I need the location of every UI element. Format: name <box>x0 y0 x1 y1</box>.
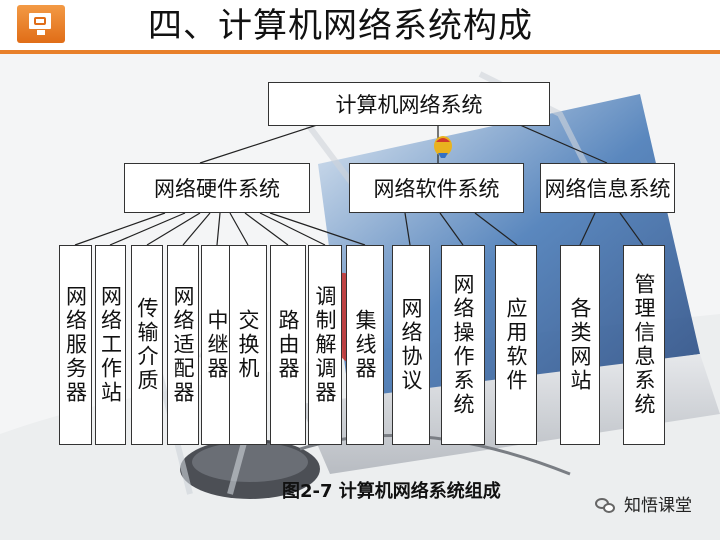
item-label: 传输介质 <box>134 297 160 393</box>
watermark: 知悟课堂 <box>594 492 692 520</box>
category-label: 网络软件系统 <box>374 173 500 203</box>
title-bar: 四、计算机网络系统构成 <box>0 0 720 52</box>
balloon-icon <box>432 136 454 162</box>
item-network-os: 网络操作系统 <box>441 245 485 445</box>
item-label: 集线器 <box>352 309 378 381</box>
category-information: 网络信息系统 <box>540 163 675 213</box>
root-label: 计算机网络系统 <box>336 89 483 119</box>
category-software: 网络软件系统 <box>349 163 524 213</box>
item-router: 路由器 <box>270 245 306 445</box>
item-network-adapter: 网络适配器 <box>167 245 199 445</box>
page-title: 四、计算机网络系统构成 <box>148 4 533 48</box>
figure-caption: 图2-7 计算机网络系统组成 <box>282 479 501 505</box>
item-label: 网络工作站 <box>98 285 124 405</box>
item-workstation: 网络工作站 <box>95 245 126 445</box>
watermark-text: 知悟课堂 <box>624 492 692 520</box>
item-label: 网络适配器 <box>170 285 196 405</box>
item-label: 中继器 <box>204 309 230 381</box>
presentation-icon <box>17 5 65 43</box>
item-application-software: 应用软件 <box>495 245 537 445</box>
category-label: 网络硬件系统 <box>154 173 280 203</box>
item-network-server: 网络服务器 <box>59 245 92 445</box>
item-label: 调制解调器 <box>312 285 338 405</box>
item-label: 网络服务器 <box>63 285 89 405</box>
item-label: 路由器 <box>275 309 301 381</box>
item-mis: 管理信息系统 <box>623 245 665 445</box>
category-label: 网络信息系统 <box>545 173 671 203</box>
item-network-protocol: 网络协议 <box>392 245 430 445</box>
title-divider <box>0 50 720 54</box>
item-modem: 调制解调器 <box>308 245 342 445</box>
item-switch: 交换机 <box>229 245 267 445</box>
item-websites: 各类网站 <box>560 245 600 445</box>
wechat-icon <box>594 496 618 516</box>
category-hardware: 网络硬件系统 <box>124 163 310 213</box>
item-transmission-medium: 传输介质 <box>131 245 163 445</box>
item-label: 网络操作系统 <box>450 273 476 417</box>
item-label: 管理信息系统 <box>631 273 657 417</box>
item-label: 交换机 <box>235 309 261 381</box>
item-label: 网络协议 <box>398 297 424 393</box>
item-label: 各类网站 <box>567 297 593 393</box>
item-hub: 集线器 <box>346 245 384 445</box>
item-label: 应用软件 <box>503 297 529 393</box>
root-node: 计算机网络系统 <box>268 82 550 126</box>
